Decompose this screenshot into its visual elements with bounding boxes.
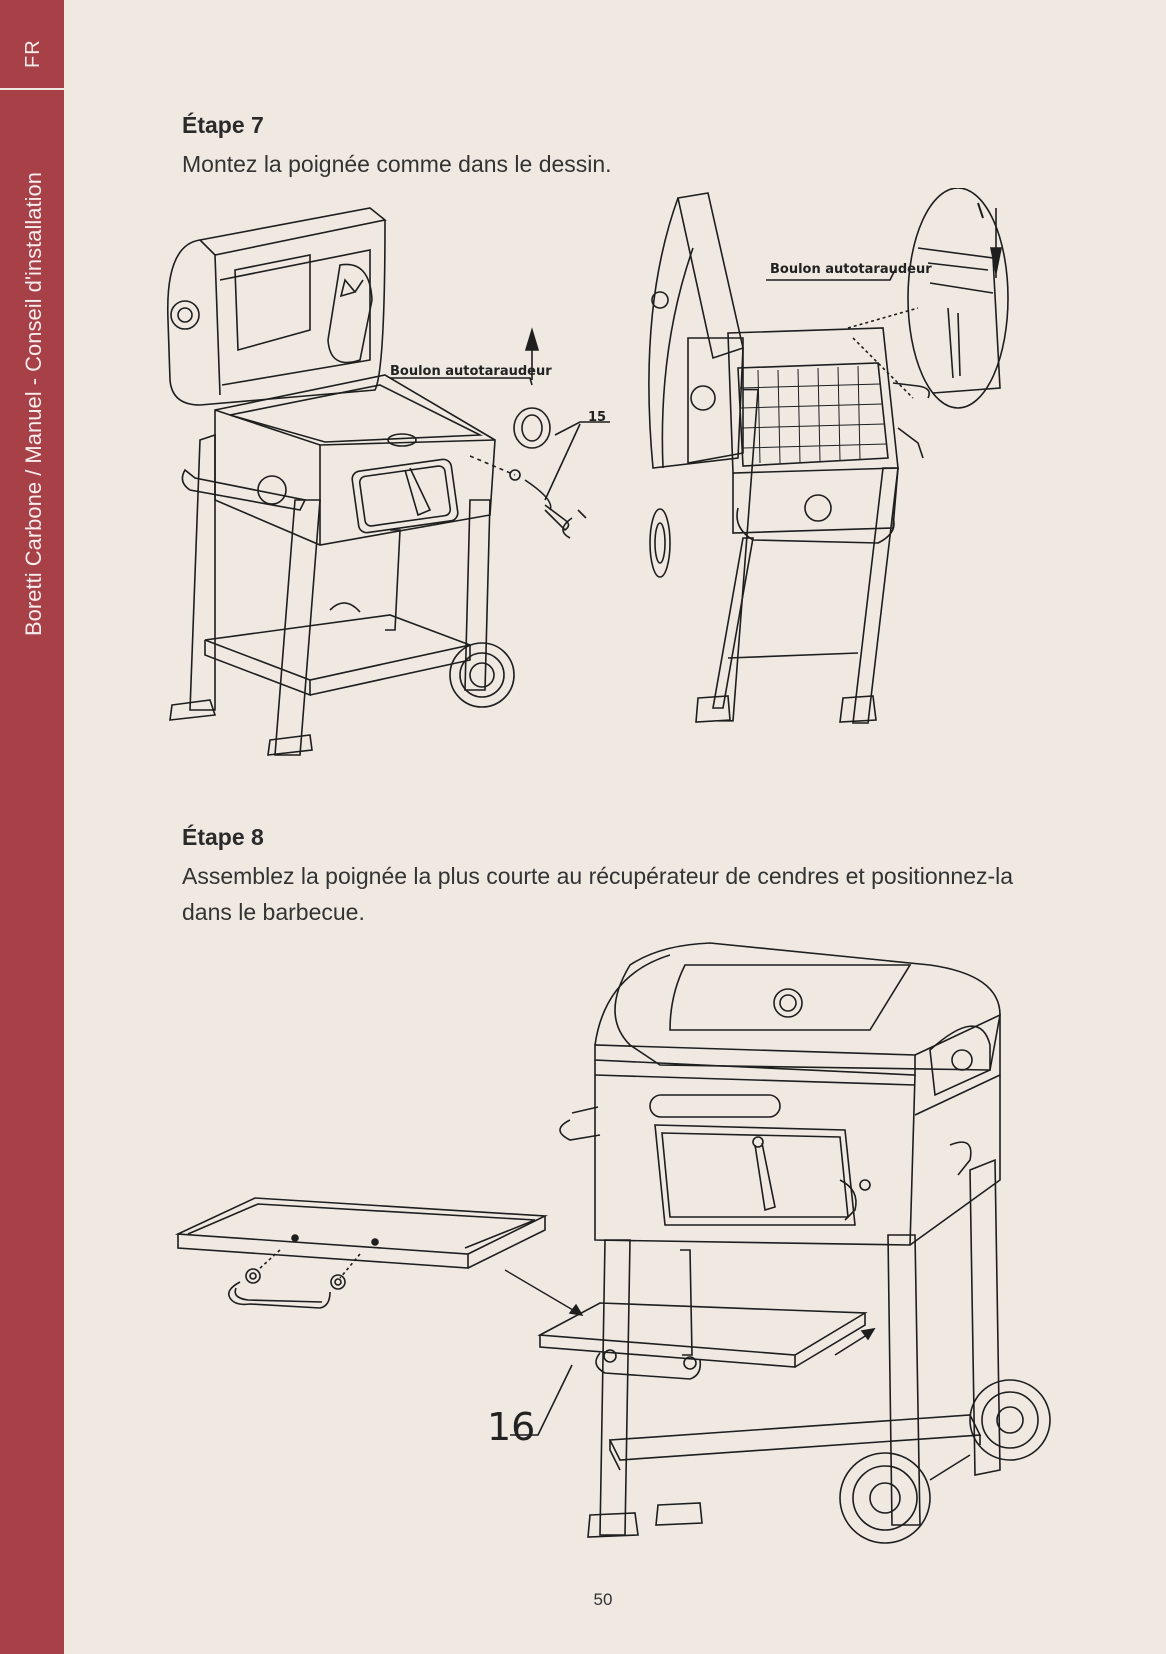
step-8-figure-grill xyxy=(510,935,1090,1555)
step-8-part-number: 16 xyxy=(487,1405,536,1449)
step-7-part-number: 15 xyxy=(588,410,607,425)
page-number: 50 xyxy=(593,1590,613,1609)
step-8-figure-tray xyxy=(170,1190,550,1320)
language-tab: FR xyxy=(0,0,64,90)
step-8-description: Assemblez la poignée la plus courte au r… xyxy=(182,863,1014,925)
step-7-right-bolt-label: Boulon autotaraudeur xyxy=(770,262,932,277)
step-8-title: Étape 8 xyxy=(182,824,264,850)
language-label: FR xyxy=(22,39,44,68)
document-title: Boretti Carbone / Manuel - Conseil d'ins… xyxy=(21,172,46,636)
step-7-figure-left xyxy=(160,200,640,800)
step-7-title: Étape 7 xyxy=(182,112,264,138)
step-7-description: Montez la poignée comme dans le dessin. xyxy=(182,151,612,177)
step-7-figure-right xyxy=(648,188,1068,758)
step-8-arrow xyxy=(500,1265,590,1325)
step-7-left-bolt-label: Boulon autotaraudeur xyxy=(390,364,552,379)
sidebar: FR Boretti Carbone / Manuel - Conseil d'… xyxy=(0,0,64,1654)
